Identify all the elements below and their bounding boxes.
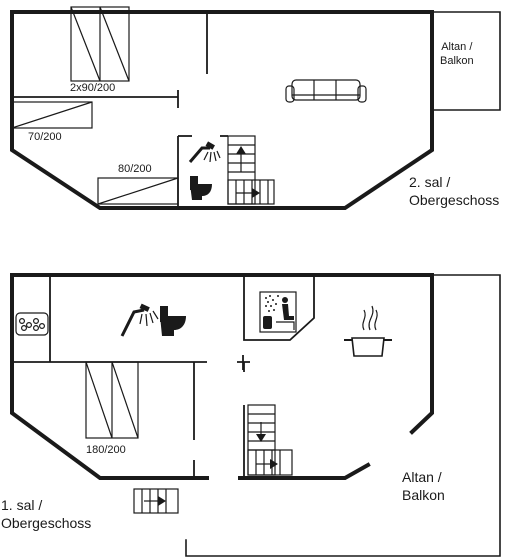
bed-size-label: 80/200: [118, 163, 152, 175]
toilet-icon: [160, 306, 186, 336]
stairs-icon: [133, 488, 179, 514]
bed-size-label: 2x90/200: [70, 82, 116, 94]
lower-balcony-wall: [185, 274, 501, 557]
upper-exterior-wall: [10, 10, 434, 210]
toilet-icon: [190, 176, 212, 200]
lower-exterior-wall: [238, 462, 371, 480]
sofa-icon: [285, 79, 367, 103]
upper-floor: [10, 6, 501, 210]
lower-balcony-label: Altan / Balkon: [402, 469, 445, 503]
upper-balcony-label: Altan / Balkon: [440, 41, 474, 67]
bed-80: [97, 177, 179, 205]
lower-floor-label: 1. sal / Obergeschoss: [1, 497, 92, 531]
upper-balcony-wall: [431, 11, 501, 111]
jacuzzi-icon: [15, 312, 49, 336]
lower-floor: [10, 273, 501, 557]
bed-size-label: 70/200: [28, 131, 62, 143]
upper-floor-label: 2. sal / Obergeschoss: [409, 174, 500, 208]
lower-exterior-wall: [10, 273, 209, 480]
shower-icon: [188, 141, 221, 163]
stairs-icon: [227, 135, 275, 205]
bed-70: [11, 101, 93, 129]
cooking-pot-icon: [344, 305, 392, 357]
lower-exterior-wall: [10, 273, 434, 435]
bed-size-label: 180/200: [86, 444, 126, 456]
bed-2x90: [70, 6, 130, 82]
shower-icon: [120, 303, 159, 337]
bed-180: [85, 361, 139, 439]
lower-interior-wall: [243, 275, 315, 341]
stairs-icon: [247, 404, 293, 476]
sauna-icon: [259, 291, 297, 333]
